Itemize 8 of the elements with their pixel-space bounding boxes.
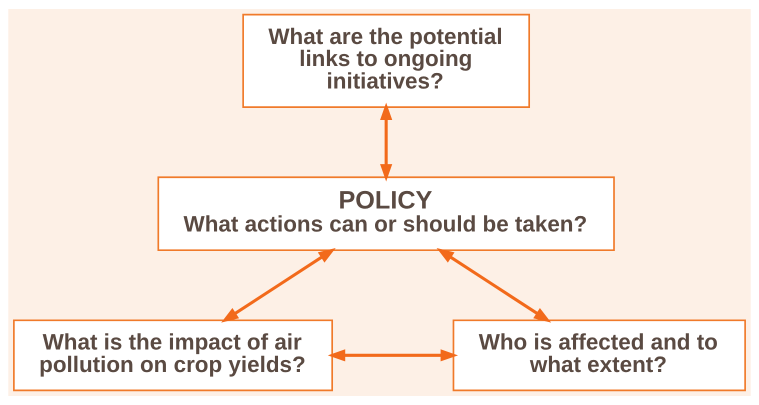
arrow <box>328 349 458 362</box>
arrow <box>221 248 336 323</box>
node-box: What are the potential links to ongoing initiatives? <box>242 14 530 108</box>
arrow <box>436 248 552 323</box>
node-box: POLICY What actions can or should be taken? <box>157 176 615 252</box>
arrow <box>380 102 392 182</box>
node-box: What is the impact of air pollution on crop yields? <box>13 319 334 392</box>
node-box: Who is affected and to what extent? <box>452 319 746 392</box>
